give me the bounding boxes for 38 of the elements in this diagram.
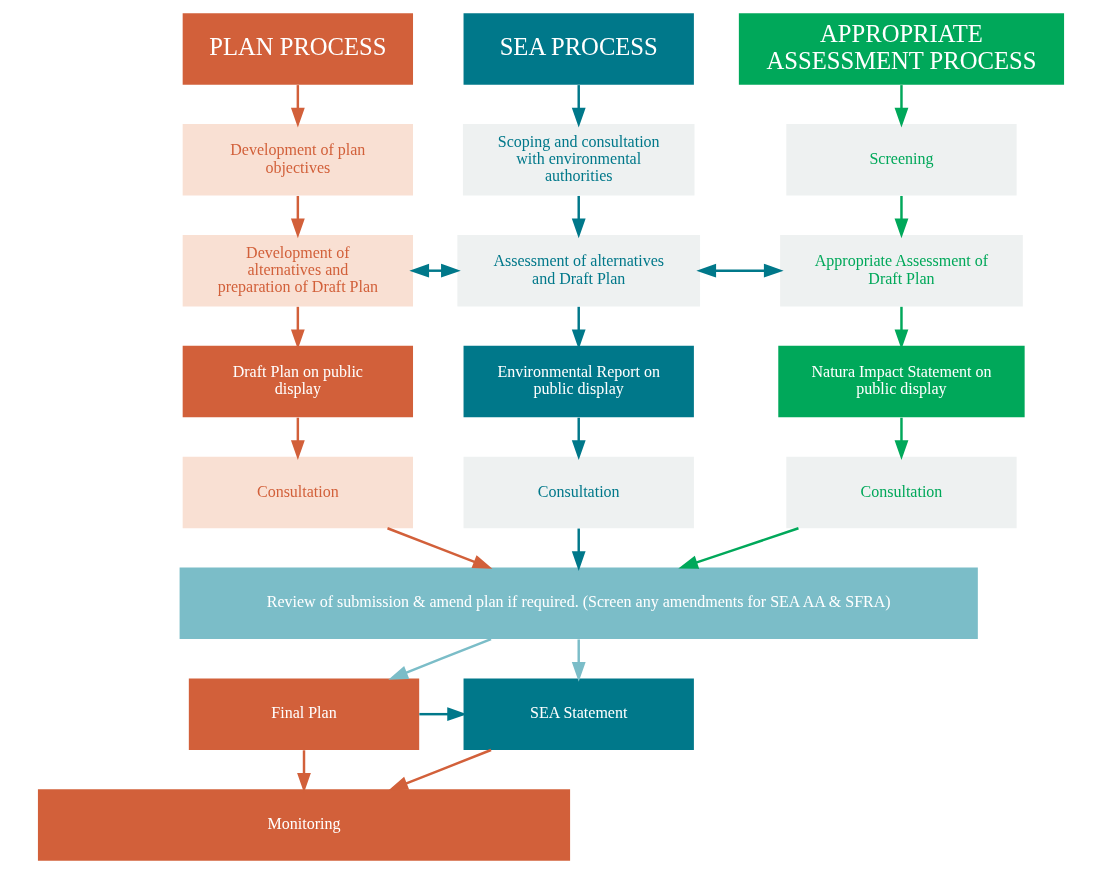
node-box: Consultation <box>786 456 1017 529</box>
node-box: APPROPRIATE ASSESSMENT PROCESS <box>738 13 1065 85</box>
arrow <box>388 748 492 791</box>
node-box: Monitoring <box>37 789 571 861</box>
node-box: Development of alternatives and preparation of Draft Plan <box>182 234 414 307</box>
node-box: Final Plan <box>188 678 420 750</box>
arrow <box>571 528 586 571</box>
node-box: Draft Plan on public display <box>182 345 414 418</box>
arrow <box>419 707 467 722</box>
node-box: Scoping and consultation with environmental authorities <box>462 124 695 196</box>
arrow <box>409 263 461 278</box>
arrow <box>894 195 909 239</box>
arrow <box>387 527 493 569</box>
arrow <box>696 263 784 278</box>
arrow <box>678 527 799 569</box>
node-box: Assessment of alternatives and Draft Plan <box>457 234 701 307</box>
arrow <box>894 85 909 128</box>
node-box: Environmental Report on public display <box>463 345 694 418</box>
node-box: PLAN PROCESS <box>182 13 414 85</box>
arrow <box>290 85 305 128</box>
node-box: Natura Impact Statement on public display <box>778 345 1025 418</box>
arrow <box>571 639 586 682</box>
node-box: Development of plan objectives <box>182 124 414 196</box>
arrow <box>297 750 311 793</box>
node-box: Review of submission & amend plan if required. (Screen any amendments for SEA AA & SFRA) <box>179 567 978 640</box>
arrow <box>571 417 586 461</box>
node-box: Consultation <box>463 456 694 529</box>
arrow <box>894 417 909 461</box>
node-box: Consultation <box>182 456 414 529</box>
arrow <box>571 195 586 239</box>
node-box: Screening <box>786 124 1017 196</box>
node-box: SEA Statement <box>463 678 694 750</box>
node-box: SEA PROCESS <box>463 13 694 85</box>
node-box: Appropriate Assessment of Draft Plan <box>780 234 1023 307</box>
arrow <box>571 85 586 128</box>
arrow <box>388 638 492 680</box>
arrow <box>290 195 305 239</box>
arrow <box>290 417 305 461</box>
